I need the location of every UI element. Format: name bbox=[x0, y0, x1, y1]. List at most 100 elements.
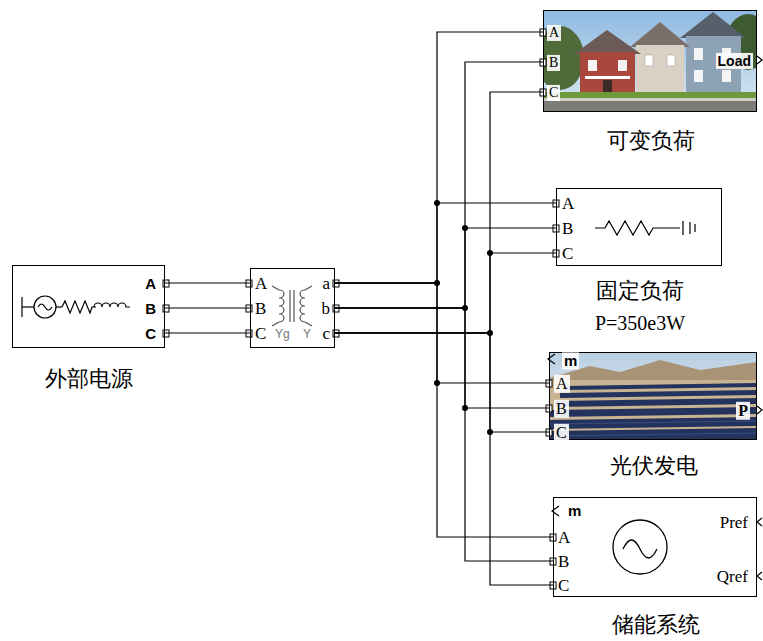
houses-picture bbox=[543, 10, 757, 112]
port-label: C bbox=[255, 324, 266, 344]
drawing-part bbox=[300, 290, 305, 322]
drawing-part bbox=[618, 60, 627, 71]
port-label: c bbox=[322, 324, 330, 344]
drawing-part bbox=[549, 352, 757, 440]
drawing-part bbox=[682, 221, 683, 235]
drawing-part bbox=[757, 406, 762, 414]
phase-wire bbox=[335, 203, 556, 283]
block-caption: 外部电源 bbox=[45, 366, 133, 391]
fixed-load-block: ABC固定负荷P=350e3W bbox=[556, 188, 722, 266]
port-label: a bbox=[322, 274, 330, 294]
drawing-part bbox=[289, 290, 290, 322]
drawing-part bbox=[543, 92, 757, 98]
drawing-part bbox=[623, 540, 657, 558]
junction-dot bbox=[434, 200, 440, 206]
drawing-part bbox=[613, 520, 667, 574]
port-label: B bbox=[558, 552, 569, 572]
junction-dot bbox=[462, 305, 468, 311]
drawing-part bbox=[636, 45, 684, 95]
drawing-part bbox=[34, 296, 56, 318]
drawing-part bbox=[305, 286, 312, 290]
drawing-part bbox=[667, 55, 675, 66]
phase-wire bbox=[335, 283, 553, 537]
port-label: A bbox=[558, 528, 570, 548]
drawing-part bbox=[694, 48, 703, 60]
source-symbol bbox=[22, 296, 130, 318]
drawing-part bbox=[293, 290, 294, 322]
drawing-part bbox=[603, 80, 612, 94]
resistor-symbol bbox=[595, 221, 695, 235]
drawing-part bbox=[645, 55, 653, 66]
port-label: B bbox=[145, 300, 156, 317]
phase-wire bbox=[165, 307, 250, 308]
drawing-part bbox=[543, 101, 757, 112]
pv-block: mABCP光伏发电 bbox=[549, 352, 757, 440]
port-label: A bbox=[145, 275, 156, 292]
drawing-part bbox=[565, 383, 757, 390]
signal-port-label: Pref bbox=[720, 513, 748, 533]
port-label: A bbox=[562, 194, 574, 214]
drawing-part bbox=[38, 304, 52, 310]
block-caption: 固定负荷 bbox=[596, 278, 684, 303]
port-label: B bbox=[562, 219, 573, 239]
port-label: B bbox=[255, 299, 266, 319]
winding-label: Y bbox=[303, 328, 311, 342]
drawing-part bbox=[694, 70, 703, 82]
signal-port-label: P bbox=[736, 402, 750, 420]
drawing-part bbox=[305, 322, 312, 326]
signal-port-label: Qref bbox=[717, 567, 748, 587]
drawing-part bbox=[279, 290, 284, 322]
port-label: b bbox=[322, 299, 331, 319]
phase-wire bbox=[335, 333, 553, 585]
port-label: C bbox=[558, 576, 569, 596]
drawing-part bbox=[555, 398, 757, 407]
transformer-symbol bbox=[272, 286, 312, 326]
port-label: A bbox=[255, 274, 267, 294]
drawing-part bbox=[757, 56, 762, 64]
phase-wire bbox=[165, 332, 250, 333]
drawing-part bbox=[549, 417, 757, 429]
drawing-part bbox=[22, 306, 34, 307]
block-caption: 光伏发电 bbox=[610, 453, 698, 478]
port-label: B bbox=[547, 55, 560, 71]
drawing-part bbox=[62, 301, 96, 313]
drawing-part bbox=[549, 407, 757, 417]
port-markers bbox=[163, 29, 559, 589]
port-label: C bbox=[547, 85, 560, 101]
junction-dot bbox=[487, 330, 493, 336]
phase-wire bbox=[335, 228, 556, 308]
port-label: B bbox=[554, 400, 569, 418]
junction-dot bbox=[487, 250, 493, 256]
drawing-part bbox=[574, 30, 641, 54]
junction-dot bbox=[462, 225, 468, 231]
junction-dot bbox=[462, 405, 468, 411]
solar-picture bbox=[549, 352, 757, 440]
phase-wire bbox=[335, 92, 543, 333]
ac-source-symbol bbox=[613, 520, 667, 574]
drawing-part bbox=[585, 76, 630, 79]
storage-block: mABCPrefQref储能系统 bbox=[553, 497, 757, 597]
phase-wire bbox=[335, 32, 543, 283]
source-block: ABC外部电源 bbox=[12, 265, 165, 348]
port-label: A bbox=[547, 25, 561, 41]
phase-wire bbox=[335, 308, 553, 561]
port-label: C bbox=[145, 325, 156, 342]
port-label: C bbox=[562, 244, 573, 264]
drawing-part bbox=[757, 572, 762, 580]
signal-port-label: m bbox=[562, 352, 579, 369]
signal-port-arrows bbox=[548, 56, 762, 580]
phase-wire bbox=[335, 253, 556, 333]
phase-wire bbox=[335, 62, 543, 308]
junction-dot bbox=[434, 380, 440, 386]
drawing-part bbox=[543, 98, 757, 101]
transformer-block: ABCabcYgY bbox=[250, 268, 335, 348]
drawing-part bbox=[580, 52, 635, 94]
drawing-part bbox=[595, 221, 680, 235]
drawing-part bbox=[694, 224, 695, 232]
drawing-part bbox=[757, 518, 762, 526]
drawing-part bbox=[549, 421, 757, 424]
power-rating: P=350e3W bbox=[595, 312, 685, 335]
drawing-part bbox=[549, 433, 757, 436]
junction-dot bbox=[487, 429, 493, 435]
drawing-part bbox=[560, 390, 757, 398]
